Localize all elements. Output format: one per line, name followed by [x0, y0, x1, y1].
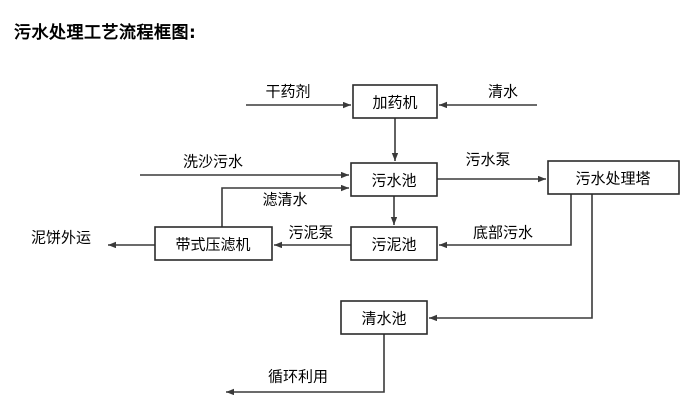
node-box-treatment-tower — [547, 160, 680, 195]
edge-label-clean-water: 清水 — [488, 83, 518, 101]
node-label-dosing-machine: 加药机 — [372, 94, 417, 112]
edge-clear-water-pool-to-reuse — [226, 334, 385, 396]
edge-label-sewage-pump: 污水泵 — [465, 151, 510, 169]
edge-label-sludge-pump: 污泥泵 — [288, 224, 333, 242]
node-label-treatment-tower: 污水处理塔 — [575, 170, 650, 188]
node-dosing-machine[interactable]: 加药机 — [352, 84, 438, 119]
node-label-belt-press: 带式压滤机 — [175, 236, 250, 254]
edge-label-bottom-sewage: 底部污水 — [473, 224, 533, 242]
edge-press-to-sewage-pool — [221, 184, 349, 227]
node-box-sewage-pool — [350, 162, 438, 197]
edge-label-filtered-water: 滤清水 — [262, 191, 307, 209]
edge-label-sand-wash-sewage: 洗沙污水 — [183, 153, 243, 171]
node-treatment-tower[interactable]: 污水处理塔 — [547, 160, 680, 195]
node-belt-press[interactable]: 带式压滤机 — [154, 226, 273, 261]
edge-tower-to-clear-water-pool — [429, 194, 593, 322]
node-box-dosing-machine — [352, 84, 438, 119]
node-sewage-pool[interactable]: 污水池 — [350, 162, 438, 197]
node-clear-water-pool[interactable]: 清水池 — [340, 300, 428, 335]
edge-label-recycle-reuse: 循环利用 — [268, 368, 328, 386]
edge-tower-to-sludge-pool — [439, 194, 572, 249]
node-box-belt-press — [154, 226, 273, 261]
node-label-clear-water-pool: 清水池 — [361, 310, 406, 328]
node-label-sewage-pool: 污水池 — [371, 172, 416, 190]
node-box-sludge-pool — [350, 226, 438, 261]
node-label-sludge-pool: 污泥池 — [371, 236, 416, 254]
edge-label-dry-reagent: 干药剂 — [265, 83, 310, 101]
node-sludge-pool[interactable]: 污泥池 — [350, 226, 438, 261]
edge-label-mud-cake-out: 泥饼外运 — [31, 229, 91, 247]
page-title: 污水处理工艺流程框图: — [14, 23, 197, 43]
node-box-clear-water-pool — [340, 300, 428, 335]
